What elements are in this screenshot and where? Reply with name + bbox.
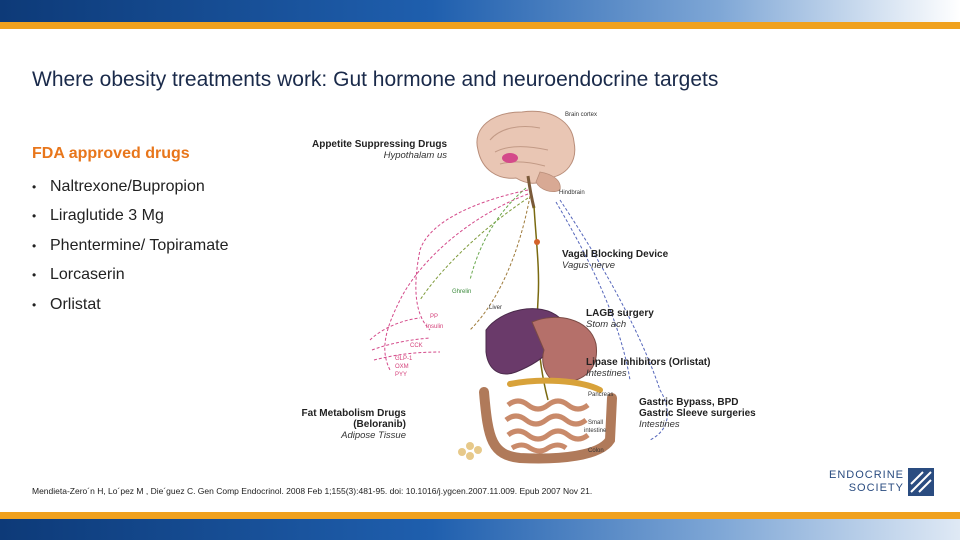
- small-intestine-label-2: intestine: [584, 428, 607, 434]
- intestines-image: [479, 387, 617, 464]
- appetite-drugs-title: Appetite Suppressing Drugs: [311, 139, 447, 150]
- gastric-bypass-label: Gastric Bypass, BPD Gastric Sleeve surge…: [639, 397, 756, 430]
- vagal-device-site: Vagus nerve: [562, 260, 615, 271]
- pancreas-label: Pancreas: [588, 392, 614, 398]
- liver-label: Liver: [489, 305, 503, 311]
- appetite-drugs-label: Appetite Suppressing Drugs Hypothalam us: [290, 139, 447, 161]
- fat-metabolism-label: Fat Metabolism Drugs (Beloranib) Adipose…: [260, 408, 406, 441]
- vagus-nerve-line: [533, 205, 549, 401]
- drug-name: Naltrexone/Bupropion: [50, 177, 205, 195]
- lipase-inhibitors-site: Intestines: [586, 368, 627, 379]
- drug-name: Lorcaserin: [50, 266, 125, 284]
- logo-text-line1: ENDOCRINE: [828, 469, 904, 481]
- oxm-label: OXM: [395, 364, 409, 370]
- fat-metabolism-site: Adipose Tissue: [341, 430, 406, 441]
- bottom-banner: [0, 519, 960, 540]
- list-item: • Orlistat: [32, 290, 228, 320]
- pp-label: PP: [430, 314, 439, 320]
- top-banner: [0, 0, 960, 22]
- vagal-device-label: Vagal Blocking Device Vagus nerve: [562, 249, 668, 271]
- bullet: •: [32, 268, 37, 283]
- lagb-surgery-site: Stom ach: [586, 319, 627, 330]
- bullet: •: [32, 238, 37, 253]
- drug-name: Orlistat: [50, 295, 101, 313]
- list-item: • Naltrexone/Bupropion: [32, 172, 228, 202]
- list-item: • Lorcaserin: [32, 261, 228, 291]
- fda-drugs-heading: FDA approved drugs: [32, 145, 190, 162]
- drug-name: Phentermine/ Topiramate: [50, 236, 229, 254]
- endocrine-society-logo: ENDOCRINE SOCIETY: [828, 466, 938, 498]
- bullet: •: [32, 209, 37, 224]
- small-intestine-label-1: Small: [588, 420, 604, 426]
- lagb-surgery-label: LAGB surgery Stom ach: [586, 308, 654, 330]
- lipase-inhibitors-title: Lipase Inhibitors (Orlistat): [586, 357, 711, 368]
- lipase-inhibitors-label: Lipase Inhibitors (Orlistat) Intestines: [586, 357, 710, 379]
- pyy-label: PYY: [395, 372, 408, 378]
- hindbrain-label: Hindbrain: [559, 190, 585, 196]
- citation: Mendieta-Zero´n H, Lo´pez M , Die´guez C…: [32, 486, 593, 496]
- bullet: •: [32, 179, 37, 194]
- gastric-bypass-title-2: Gastric Sleeve surgeries: [639, 408, 756, 419]
- top-accent-stripe: [0, 22, 960, 29]
- ghrelin-label: Ghrelin: [452, 289, 472, 295]
- slide-title: Where obesity treatments work: Gut hormo…: [32, 68, 719, 91]
- stomach-image: [531, 316, 597, 383]
- vagal-device-title: Vagal Blocking Device: [562, 249, 669, 260]
- brain-cortex-label: Brain cortex: [565, 112, 598, 118]
- fat-metabolism-title: Fat Metabolism Drugs: [301, 408, 406, 419]
- fat-metabolism-drug: (Beloranib): [353, 419, 406, 430]
- cck-label: CCK: [410, 343, 423, 349]
- gastric-bypass-site: Intestines: [639, 419, 680, 430]
- colon-label: Colon: [588, 448, 604, 454]
- list-item: • Phentermine/ Topiramate: [32, 231, 228, 261]
- lagb-surgery-title: LAGB surgery: [586, 308, 654, 319]
- insulin-label: Insulin: [426, 324, 444, 330]
- gastric-bypass-title-1: Gastric Bypass, BPD: [639, 397, 739, 408]
- bottom-accent-stripe: [0, 512, 960, 519]
- drug-name: Liraglutide 3 Mg: [50, 207, 164, 225]
- brain-image: [476, 110, 576, 209]
- fda-drug-list: •Naltrexone/Bupropion •Liraglutide 3 Mg …: [32, 172, 228, 320]
- logo-text-line2: SOCIETY: [848, 482, 904, 494]
- list-item: • Liraglutide 3 Mg: [32, 202, 228, 232]
- glp1-label: GLP-1: [395, 356, 413, 362]
- appetite-drugs-site: Hypothalam us: [383, 150, 447, 161]
- bullet: •: [32, 297, 37, 312]
- logo-mark-icon: [908, 468, 934, 496]
